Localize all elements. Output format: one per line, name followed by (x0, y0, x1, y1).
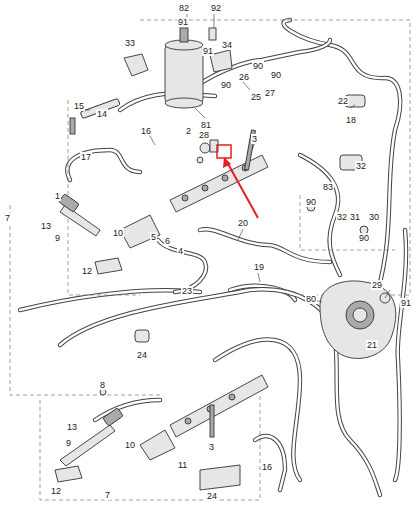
callout-number: 7 (4, 213, 11, 223)
callout-number: 32 (355, 161, 367, 171)
callout-number: 33 (124, 38, 136, 48)
callout-number: 24 (136, 350, 148, 360)
callout-number: 13 (40, 221, 52, 231)
callout-number: 11 (177, 460, 188, 470)
callout-number: 1 (54, 191, 61, 201)
callout-number: 3 (251, 134, 258, 144)
callout-number: 28 (198, 130, 210, 140)
callout-number: 23 (181, 286, 193, 296)
callout-number: 2 (185, 126, 192, 136)
lower-assembly (55, 330, 268, 490)
callout-number: 16 (140, 126, 152, 136)
callout-number: 90 (358, 233, 370, 243)
highlight-marker (217, 145, 258, 218)
callout-number: 19 (253, 262, 265, 272)
callout-number: 34 (221, 40, 233, 50)
callout-number: 15 (73, 101, 85, 111)
callout-number: 31 (349, 212, 361, 222)
callout-number: 12 (81, 266, 93, 276)
callout-number: 27 (264, 88, 276, 98)
callout-number: 30 (368, 212, 380, 222)
callout-number: 91 (202, 46, 214, 56)
callout-number: 91 (177, 17, 189, 27)
callout-number: 90 (220, 80, 232, 90)
leader-lines (84, 14, 390, 302)
callout-number: 16 (261, 462, 273, 472)
dashed-groups (10, 20, 410, 500)
callout-number: 90 (252, 61, 264, 71)
callout-number: 81 (200, 120, 212, 130)
callout-number: 10 (112, 228, 124, 238)
callout-number: 17 (80, 152, 92, 162)
callout-number: 9 (54, 233, 61, 243)
callout-number: 6 (164, 236, 171, 246)
callout-number: 9 (65, 438, 72, 448)
callout-number: 20 (237, 218, 249, 228)
callout-number: 91 (400, 298, 412, 308)
callout-number: 7 (104, 490, 111, 500)
callout-number: 29 (371, 280, 383, 290)
callout-number: 14 (96, 109, 108, 119)
upper-fuel-rail (170, 130, 268, 212)
callout-number: 90 (305, 197, 317, 207)
callout-number: 25 (250, 92, 262, 102)
callout-number: 82 (178, 3, 190, 13)
callout-number: 4 (177, 246, 184, 256)
callout-number: 8 (99, 380, 106, 390)
fuel-filter (124, 28, 232, 108)
callout-number: 18 (345, 115, 357, 125)
callout-number: 80 (305, 294, 317, 304)
callout-number: 22 (337, 96, 349, 106)
upper-injector (59, 98, 160, 274)
callout-number: 92 (210, 3, 222, 13)
callout-number: 13 (66, 422, 78, 432)
callout-number: 21 (366, 340, 378, 350)
callout-number: 32 (336, 212, 348, 222)
callout-number: 12 (50, 486, 62, 496)
high-pressure-pump (307, 95, 396, 358)
callout-number: 90 (270, 70, 282, 80)
callout-number: 3 (208, 442, 215, 452)
callout-number: 24 (206, 491, 218, 501)
callout-number: 5 (150, 232, 157, 242)
callout-number: 26 (238, 72, 250, 82)
callout-number: 83 (322, 182, 334, 192)
tubes (20, 20, 406, 495)
callout-number: 10 (124, 440, 136, 450)
